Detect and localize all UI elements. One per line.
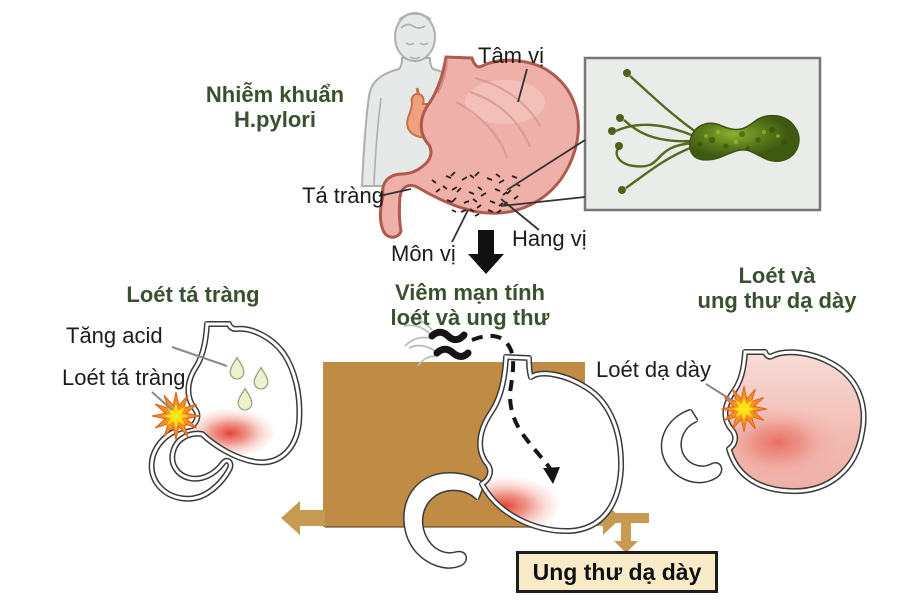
duodenal-ulcer-line	[151, 391, 173, 411]
gastric-ulcer-stomach	[660, 349, 867, 495]
callout-lines	[378, 68, 540, 243]
cancer-inflammation-blob	[480, 476, 561, 532]
branch-label-lines	[151, 346, 734, 411]
duodenum-line	[378, 188, 412, 197]
stomach-cancer-box-label: Ung thư dạ dày	[532, 558, 702, 585]
stomach-cancer-box: Ung thư dạ dày	[516, 551, 718, 593]
h-pylori-migration-icons	[403, 317, 472, 367]
acid-line	[171, 346, 228, 367]
gastric-cancer-heading: Loét và ung thư dạ dày	[697, 263, 857, 313]
cancer-stomach	[403, 354, 625, 569]
person-hair	[398, 13, 432, 29]
bacteria-entry-dashed-arrow	[471, 333, 560, 484]
gastric-ulcer-line	[705, 383, 734, 402]
down-arrow-icon	[468, 230, 504, 274]
duodenum-label: Tá tràng	[302, 183, 384, 208]
chronic-heading: Viêm mạn tính loét và ung thư	[390, 280, 550, 330]
duodenal-ulcer-stomach	[148, 321, 303, 502]
gastric-ulcer-label: Loét dạ dày	[596, 357, 711, 382]
pylorus-label: Môn vị	[391, 241, 456, 266]
stomach-rugae	[455, 77, 541, 159]
antrum-line	[500, 198, 540, 231]
infection-heading: Nhiễm khuẩn H.pylori	[205, 82, 345, 132]
magnifier-lines	[500, 139, 586, 207]
h-pylori-bacterium-icon	[608, 69, 800, 194]
antrum-bacteria-speckles	[431, 171, 521, 217]
duodenal-ulcer-label: Loét tá tràng	[62, 365, 186, 390]
antrum-label: Hang vị	[512, 226, 587, 251]
stomach-anatomy	[378, 55, 580, 239]
cardia-label: Tâm vị	[478, 43, 544, 68]
person-face	[405, 42, 429, 60]
cardia-line	[517, 68, 528, 103]
pylorus-line	[451, 209, 469, 243]
spread-arrow-down-icon	[614, 513, 649, 553]
acid-label: Tăng acid	[66, 323, 163, 348]
spread-arrow-left-icon	[281, 501, 325, 535]
duodenal-ulcer-heading: Loét tá tràng	[126, 282, 260, 307]
